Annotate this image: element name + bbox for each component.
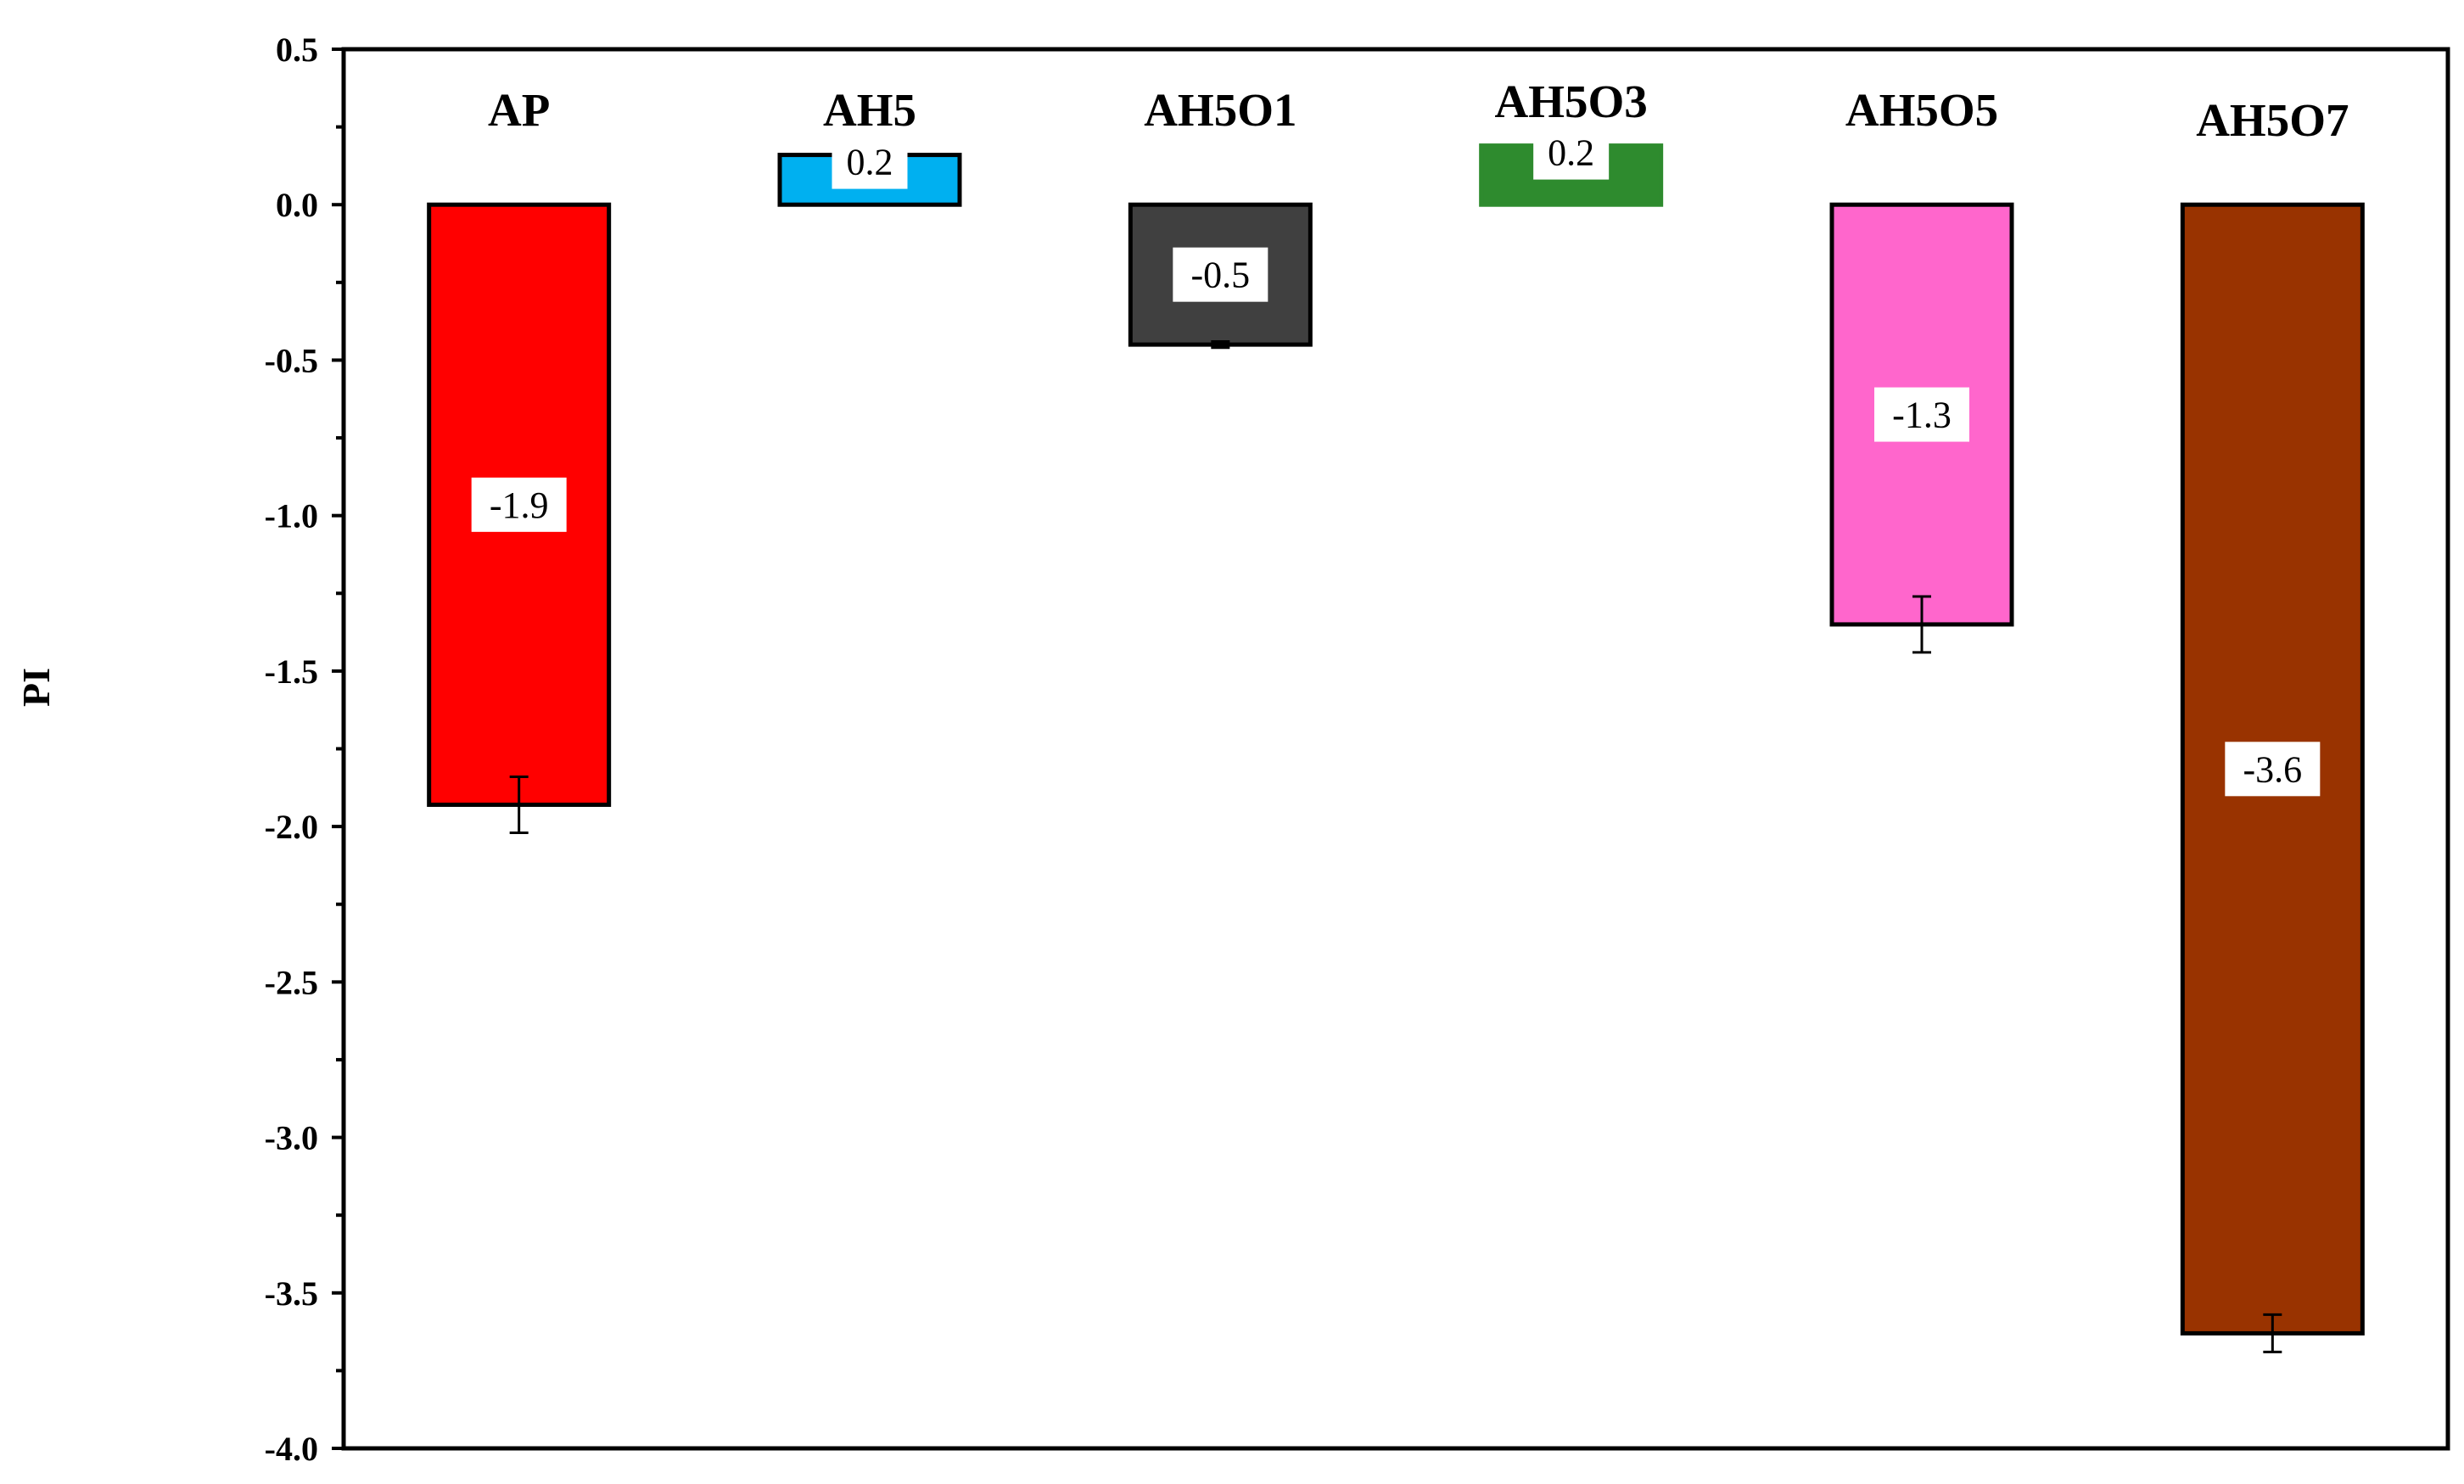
plot-frame-group — [341, 47, 2450, 1451]
data-label-box — [1874, 387, 1969, 442]
data-label: -1.3 — [1892, 395, 1952, 436]
category-label: AP — [488, 84, 550, 136]
data-label: -3.6 — [2243, 748, 2303, 790]
bars-group — [427, 143, 2365, 1353]
y-tick-label: -4.0 — [265, 1430, 318, 1468]
category-label: AH5O7 — [2196, 94, 2349, 146]
data-label: 0.2 — [1548, 132, 1594, 174]
labels-group: -1.9 AP 0.2 AH5 -0.5 AH5O1 0.2 AH5O3 -1.3 AH5O5 -3… — [471, 76, 2349, 797]
y-tick-label: -2.5 — [265, 963, 318, 1001]
y-tick-label: -2.0 — [265, 808, 318, 846]
category-label: AH5O1 — [1144, 84, 1296, 136]
y-tick-label: -3.0 — [265, 1119, 318, 1157]
y-tick-label: -1.5 — [265, 652, 318, 691]
category-label: AH5 — [823, 84, 916, 136]
category-label: AH5O3 — [1495, 76, 1648, 127]
data-label-box — [2225, 742, 2321, 797]
data-label-box — [471, 477, 567, 532]
y-axis-title: PI — [14, 668, 58, 707]
data-label: -1.9 — [490, 484, 549, 526]
y-tick-label: 0.5 — [276, 31, 318, 69]
data-label-box — [1533, 125, 1610, 180]
data-label-box — [1173, 247, 1268, 302]
plot-border — [341, 47, 2450, 1451]
y-tick-label: 0.0 — [276, 186, 318, 224]
data-label-box — [832, 134, 908, 189]
category-label: AH5O5 — [1845, 84, 1998, 136]
y-tick-label: -1.0 — [265, 497, 318, 535]
data-label: 0.2 — [847, 142, 893, 183]
data-label: -0.5 — [1191, 255, 1251, 296]
y-axis-ticks: 0.5 0.0 -0.5 -1.0 -1.5 -2.0 -2.5 -3.0 -3.5 -4.0 — [265, 31, 344, 1468]
y-tick-label: -3.5 — [265, 1274, 318, 1313]
y-tick-label: -0.5 — [265, 341, 318, 379]
